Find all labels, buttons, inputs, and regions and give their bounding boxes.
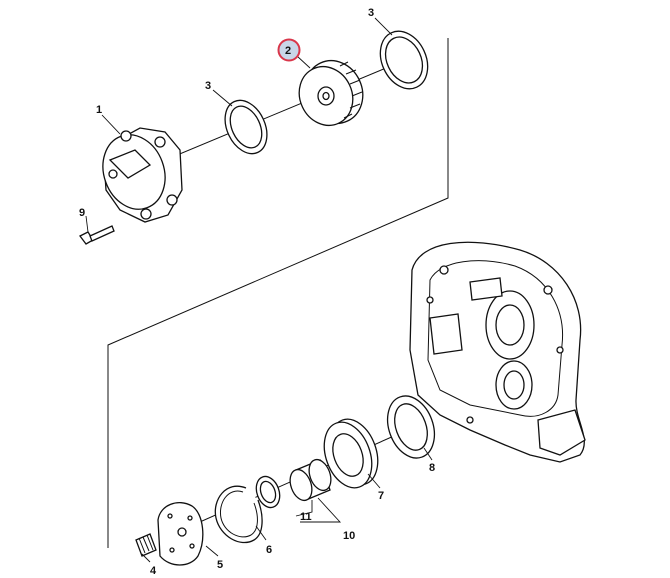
callout-5-label: 5	[217, 559, 223, 571]
pump-cover-housing	[102, 127, 183, 223]
seal-ring-top	[379, 30, 429, 90]
pump-rotor	[298, 60, 364, 126]
callout-6[interactable]: 6	[266, 544, 272, 556]
callout-3-middle-label: 3	[205, 80, 211, 92]
spring-fitting	[135, 533, 157, 557]
callout-1-label: 1	[96, 104, 102, 116]
callout-1[interactable]: 1	[96, 104, 102, 116]
clutch-plate	[323, 418, 379, 489]
bearing	[289, 458, 332, 502]
assembly-boundary	[107, 38, 449, 548]
snap-ring	[214, 485, 263, 544]
callout-9[interactable]: 9	[79, 207, 85, 219]
callout-11[interactable]: 11	[300, 511, 312, 523]
callout-8[interactable]: 8	[429, 462, 435, 474]
callout-4-label: 4	[150, 565, 157, 577]
leader-lines	[85, 17, 433, 563]
callout-8-label: 8	[429, 462, 435, 474]
callout-3-top[interactable]: 3	[368, 7, 374, 19]
seal-ring-middle	[224, 99, 268, 155]
callout-10[interactable]: 10	[343, 530, 355, 542]
transmission-case	[409, 241, 586, 463]
thrust-ring	[255, 475, 281, 509]
callout-7[interactable]: 7	[378, 490, 384, 502]
callout-3-middle[interactable]: 3	[205, 80, 211, 92]
callout-2-label: 2	[285, 45, 291, 57]
gasket	[386, 395, 436, 459]
callout-5[interactable]: 5	[217, 559, 223, 571]
callout-9-label: 9	[79, 207, 85, 219]
bolt	[79, 225, 115, 245]
callout-2-highlight-ring	[277, 38, 301, 62]
callout-11-label: 11	[300, 511, 312, 523]
retainer-plate	[157, 502, 204, 566]
callout-3-top-label: 3	[368, 7, 374, 19]
callout-10-label: 10	[343, 530, 355, 542]
callout-6-label: 6	[266, 544, 272, 556]
callout-7-label: 7	[378, 490, 384, 502]
callout-2[interactable]: 2	[277, 38, 301, 62]
callout-4[interactable]: 4	[150, 565, 157, 577]
